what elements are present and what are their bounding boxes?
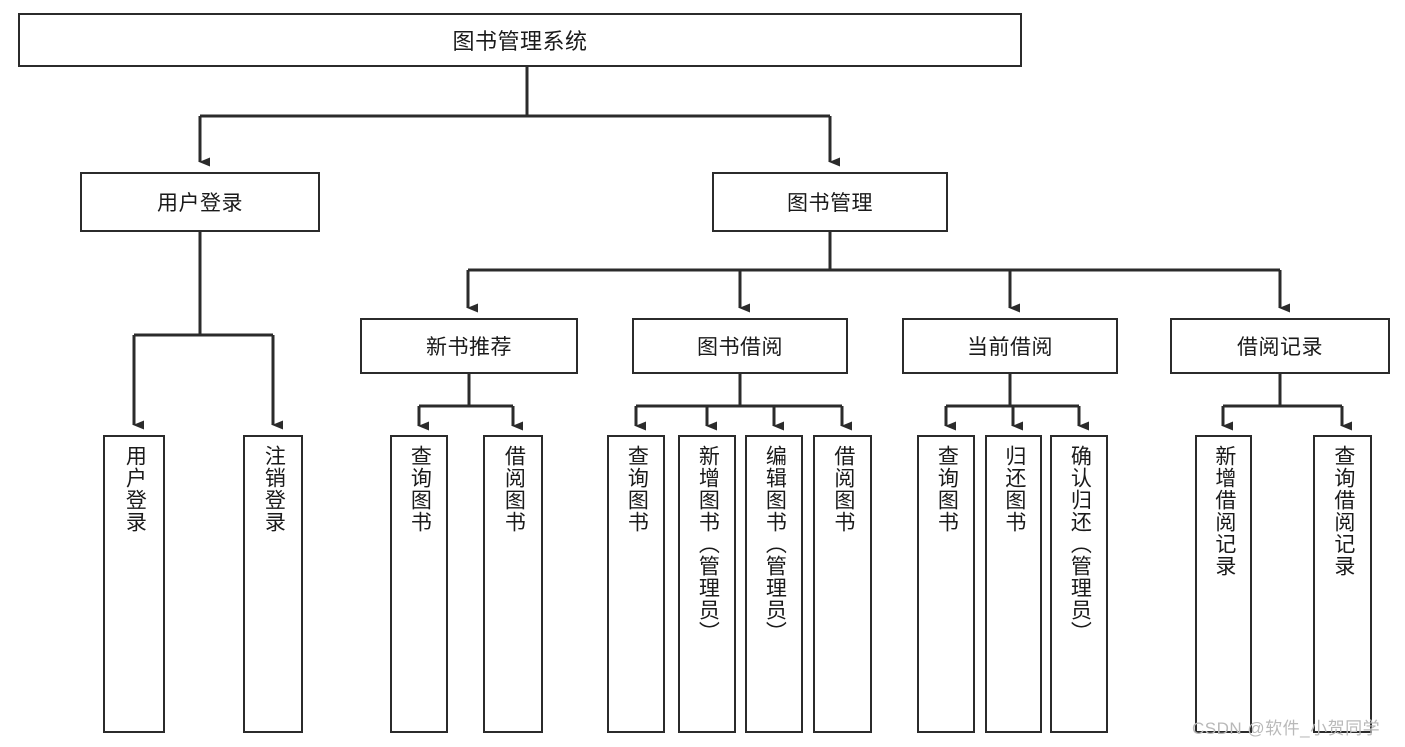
node-label: 图书管理 [787,192,873,215]
node-label: 查询图书 [408,445,432,533]
node-label: 归还图书 [1002,445,1026,533]
leaf-borrow-add-book-admin[interactable]: 新增图书（管理员） [678,435,736,733]
node-label: 用户登录 [123,445,147,533]
leaf-current-return-book[interactable]: 归还图书 [985,435,1042,733]
node-label: 当前借阅 [967,336,1053,359]
node-label: 借阅记录 [1237,336,1323,359]
node-label: 确认归还（管理员） [1068,445,1092,643]
leaf-borrow-borrow-book[interactable]: 借阅图书 [813,435,872,733]
node-new-book-recommend[interactable]: 新书推荐 [360,318,578,374]
leaf-user-logout[interactable]: 注销登录 [243,435,303,733]
node-label: 新增图书（管理员） [696,445,720,643]
node-label: 图书借阅 [697,336,783,359]
node-book-borrow[interactable]: 图书借阅 [632,318,848,374]
node-label: 编辑图书（管理员） [763,445,787,643]
node-label: 查询图书 [935,445,959,533]
leaf-current-confirm-return-admin[interactable]: 确认归还（管理员） [1050,435,1108,733]
node-book-management[interactable]: 图书管理 [712,172,948,232]
node-label: 查询图书 [625,445,649,533]
node-label: 借阅图书 [831,445,855,533]
leaf-user-login[interactable]: 用户登录 [103,435,165,733]
node-label: 查询借阅记录 [1331,445,1355,577]
node-label: 借阅图书 [502,445,526,533]
node-label: 注销登录 [262,445,286,533]
node-user-login[interactable]: 用户登录 [80,172,320,232]
node-label: 新增借阅记录 [1212,445,1236,577]
node-label: 图书管理系统 [452,29,588,54]
leaf-borrow-query-book[interactable]: 查询图书 [607,435,665,733]
leaf-borrow-edit-book-admin[interactable]: 编辑图书（管理员） [745,435,803,733]
node-current-borrow[interactable]: 当前借阅 [902,318,1118,374]
node-root-system[interactable]: 图书管理系统 [18,13,1022,67]
leaf-records-query-record[interactable]: 查询借阅记录 [1313,435,1372,733]
node-label: 新书推荐 [426,336,512,359]
leaf-records-add-record[interactable]: 新增借阅记录 [1195,435,1252,733]
node-borrow-records[interactable]: 借阅记录 [1170,318,1390,374]
csdn-watermark: CSDN @软件_小贺同学 [1192,719,1381,738]
leaf-newbook-borrow-book[interactable]: 借阅图书 [483,435,543,733]
leaf-current-query-book[interactable]: 查询图书 [917,435,975,733]
node-label: 用户登录 [157,192,243,215]
leaf-newbook-query-book[interactable]: 查询图书 [390,435,448,733]
